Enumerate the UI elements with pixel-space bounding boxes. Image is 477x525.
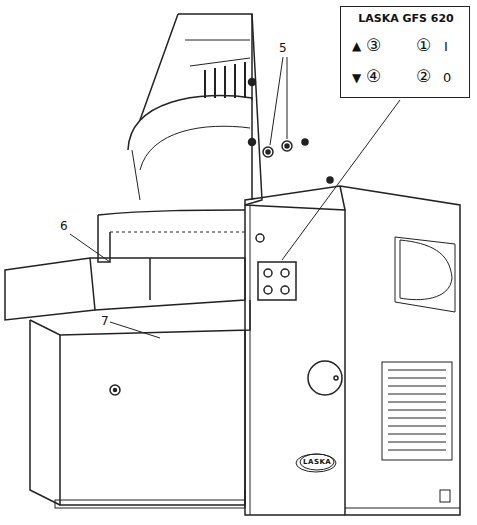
vent-slot — [388, 386, 446, 387]
panel-title: LASKA GFS 620 — [358, 13, 454, 24]
button-symbol: 0 — [443, 71, 451, 84]
panel-inset: LASKA GFS 620 — [340, 6, 470, 98]
brand-logo: LASKA — [303, 459, 331, 466]
button-symbol: ▲ — [352, 40, 361, 52]
vent-slot — [388, 410, 446, 411]
button-symbol: I — [444, 40, 448, 53]
vent-slot — [388, 402, 446, 403]
vent-slot — [388, 450, 446, 451]
vent-slot — [388, 370, 446, 371]
button-number: ② — [416, 68, 431, 85]
callout-number: 7 — [101, 315, 109, 327]
vent-slot — [388, 426, 446, 427]
vent-slot — [388, 434, 446, 435]
button-number: ① — [416, 37, 431, 54]
vent-slot — [388, 442, 446, 443]
vent-slot — [388, 394, 446, 395]
vent-slot — [388, 378, 446, 379]
button-symbol: ▼ — [352, 72, 361, 84]
button-number: ④ — [366, 68, 381, 85]
button-number: ③ — [366, 37, 381, 54]
vent-slot — [388, 418, 446, 419]
callout-number: 5 — [279, 42, 287, 54]
callout-number: 6 — [60, 220, 68, 232]
